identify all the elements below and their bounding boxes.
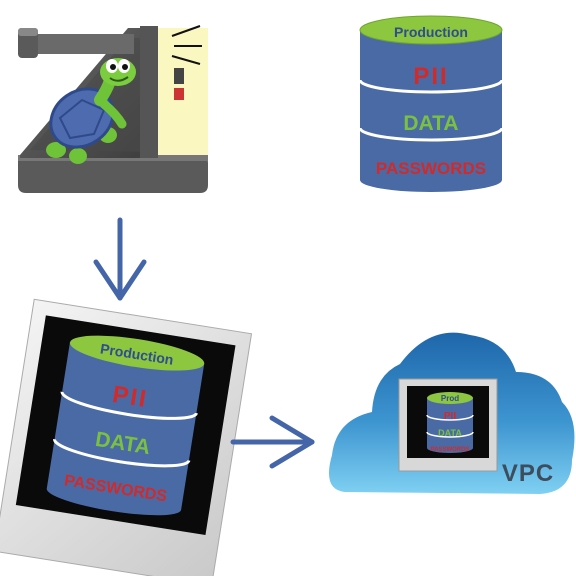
turtle-icon [46,58,136,164]
vpc-db-row1: PII [444,411,456,422]
source-db-row3: PASSWORDS [376,159,486,178]
polaroid-photo-icon: Production PII DATA PASSWORDS [0,298,253,576]
right-arrow-icon [230,415,315,469]
photo-database: Production PII DATA PASSWORDS [46,335,205,516]
vpc-label: VPC [502,460,554,487]
source-db-row2: DATA [403,112,458,135]
source-db-row1: PII [413,63,448,90]
vpc-db-row3: PASSWORDS [431,447,470,453]
source-database: Production PII DATA PASSWORDS [358,15,504,192]
vpc-database: Prod PII DATA PASSWORDS [426,392,474,453]
vpc-snapshot: Prod PII DATA PASSWORDS [398,378,498,472]
down-arrow-icon [93,217,147,301]
photo-db-row1: PII [111,381,150,413]
source-db-top-label: Production [394,24,468,40]
vpc-db-row2: DATA [438,428,462,438]
vpc-db-top-label: Prod [441,394,459,403]
